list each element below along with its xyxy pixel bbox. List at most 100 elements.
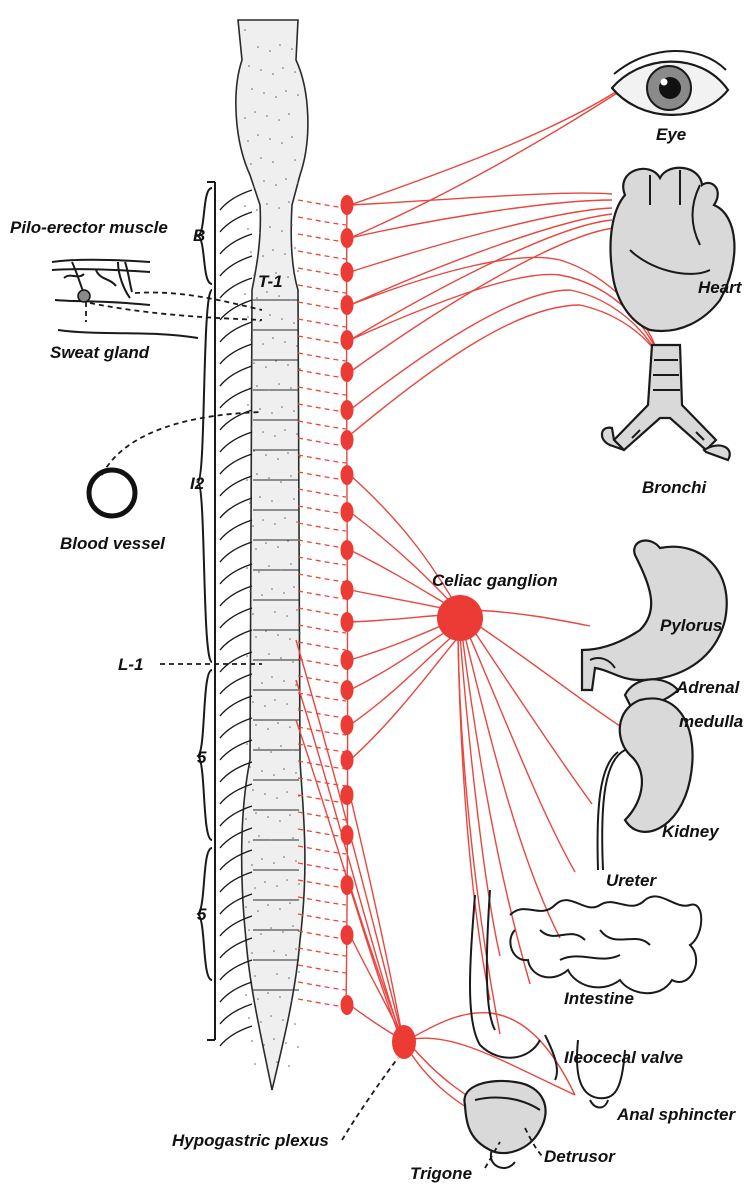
cord-stipple-dot — [279, 908, 281, 910]
preganglionic-fiber — [298, 540, 346, 548]
cord-stipple-dot — [260, 933, 262, 935]
cord-stipple-dot — [295, 772, 297, 774]
label-adrenal: Adrenal — [675, 678, 741, 697]
cord-stipple-dot — [296, 433, 298, 435]
cord-stipple-dot — [258, 747, 260, 749]
cord-stipple-dot — [294, 159, 296, 161]
cord-stipple-dot — [287, 540, 289, 542]
cord-stipple-dot — [263, 1044, 265, 1046]
cord-stipple-dot — [259, 496, 261, 498]
cord-stipple-dot — [254, 975, 256, 977]
spinal-nerve-hook — [220, 1026, 252, 1046]
spinal-cord — [236, 20, 308, 1090]
cord-stipple-dot — [290, 387, 292, 389]
cord-stipple-dot — [277, 722, 279, 724]
cord-stipple-dot — [256, 209, 258, 211]
cord-stipple-dot — [257, 134, 259, 136]
spinal-nerve-hook — [220, 322, 252, 342]
cord-stipple-dot — [294, 1023, 296, 1025]
cord-stipple-dot — [244, 205, 246, 207]
label-celiac: Celiac ganglion — [432, 571, 558, 590]
spinal-nerve-hook — [220, 718, 252, 738]
cord-stipple-dot — [244, 29, 246, 31]
cord-stipple-dot — [292, 837, 294, 839]
spinal-nerve-hook — [220, 278, 252, 298]
cord-stipple-dot — [258, 835, 260, 837]
cord-stipple-dot — [292, 749, 294, 751]
spinal-nerve-hook — [220, 740, 252, 760]
bladder-shape — [464, 1081, 545, 1153]
cord-stipple-dot — [257, 910, 259, 912]
cord-stipple-dot — [284, 517, 286, 519]
cord-stipple-dot — [260, 157, 262, 159]
cord-stipple-dot — [272, 161, 274, 163]
cord-stipple-dot — [297, 182, 299, 184]
cord-stipple-dot — [269, 314, 271, 316]
cord-stipple-dot — [281, 230, 283, 232]
spinal-nerve-hook — [220, 608, 252, 628]
cord-stipple-dot — [280, 481, 282, 483]
spinal-nerve-hook — [220, 212, 252, 232]
chain-ganglion — [341, 362, 354, 382]
cord-stipple-dot — [247, 140, 249, 142]
cord-stipple-dot — [254, 887, 256, 889]
cord-stipple-dot — [276, 885, 278, 887]
spinal-nerve-hook — [220, 674, 252, 694]
cord-stipple-dot — [249, 590, 251, 592]
cord-stipple-dot — [297, 1046, 299, 1048]
chain-ganglion — [341, 750, 354, 770]
cord-stipple-dot — [286, 615, 288, 617]
spinal-nerve-hook — [220, 498, 252, 518]
cord-stipple-dot — [278, 383, 280, 385]
hypogastric-plexus — [392, 1025, 416, 1059]
cord-stipple-dot — [256, 297, 258, 299]
leader-lines — [86, 292, 542, 1168]
cord-stipple-dot — [279, 996, 281, 998]
cord-stipple-dot — [281, 318, 283, 320]
cord-stipple-dot — [266, 1067, 268, 1069]
cord-stipple-dot — [288, 977, 290, 979]
cord-stipple-dot — [271, 588, 273, 590]
cord-stipple-dot — [280, 569, 282, 571]
cord-stipple-dot — [290, 563, 292, 565]
cord-stipple-dot — [268, 389, 270, 391]
cord-stipple-dot — [288, 201, 290, 203]
cord-stipple-dot — [253, 450, 255, 452]
preganglionic-fiber — [298, 676, 346, 684]
preganglionic-fiber — [298, 591, 346, 599]
cord-stipple-dot — [249, 678, 251, 680]
cord-stipple-dot — [255, 548, 257, 550]
preganglionic-fiber — [298, 200, 346, 208]
cord-stipple-dot — [254, 111, 256, 113]
cord-stipple-dot — [255, 724, 257, 726]
cord-stipple-dot — [252, 525, 254, 527]
cord-stipple-dot — [270, 751, 272, 753]
cord-stipple-dot — [278, 119, 280, 121]
preganglionic-fiber — [298, 948, 346, 956]
cord-stipple-dot — [272, 73, 274, 75]
cord-stipple-dot — [285, 954, 287, 956]
cord-stipple-dot — [297, 270, 299, 272]
cord-stipple-dot — [255, 636, 257, 638]
cord-stipple-dot — [293, 322, 295, 324]
preganglionic-fiber — [298, 914, 346, 922]
spinal-nerve-hook — [220, 388, 252, 408]
cord-stipple-dot — [247, 404, 249, 406]
cord-stipple-dot — [282, 931, 284, 933]
blood-vessel-icon — [89, 470, 135, 516]
cord-stipple-dot — [265, 542, 267, 544]
label-bronchi: Bronchi — [642, 478, 708, 497]
cord-stipple-dot — [284, 341, 286, 343]
cord-stipple-dot — [252, 613, 254, 615]
cord-stipple-dot — [263, 180, 265, 182]
cord-stipple-dot — [283, 680, 285, 682]
spinal-nerve-hook — [220, 454, 252, 474]
chain-ganglion — [341, 680, 354, 700]
cord-stipple-dot — [286, 703, 288, 705]
cord-stipple-dot — [280, 657, 282, 659]
label-blood-vessel: Blood vessel — [60, 534, 166, 553]
cord-stipple-dot — [283, 856, 285, 858]
label-pilo-erector: Pilo-erector muscle — [10, 218, 168, 237]
cord-stipple-dot — [264, 793, 266, 795]
cord-stipple-dot — [274, 435, 276, 437]
